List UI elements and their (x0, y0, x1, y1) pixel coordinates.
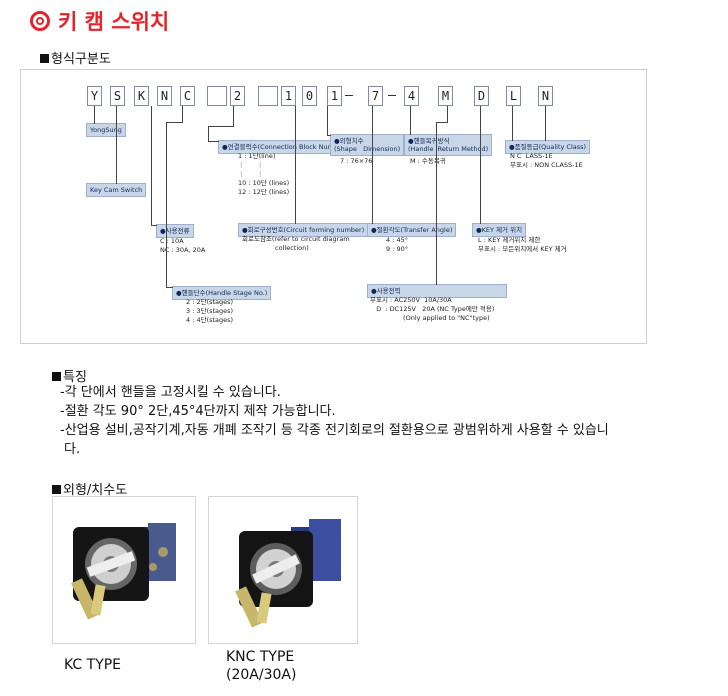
connector-line (182, 106, 183, 123)
connector-line (545, 106, 546, 124)
label-handle-stages: ●핸들단수(Handle Stage No.) (172, 286, 272, 300)
code-box: Y (87, 86, 102, 106)
label-key-removal: ●KEY 제거 위치 (472, 223, 527, 237)
feature-item: -산업용 설비,공작기계,자동 개폐 조작기 등 각종 전기회로의 절환용으로 … (60, 423, 609, 438)
desc-quality: N C LASS-1E 무표시 : NON CLASS-1E (510, 152, 583, 169)
code-separator (345, 95, 353, 96)
product-photo-kc (52, 496, 196, 644)
code-box: 2 (230, 86, 245, 106)
connector-line (116, 106, 117, 184)
label-key-cam-switch: Key Cam Switch (86, 183, 147, 197)
connector-line (410, 106, 411, 135)
caption-knc-type: KNC TYPE (226, 649, 295, 665)
section-heading-dimensions: 외형/치수도 (52, 479, 127, 498)
connector-line (166, 122, 167, 288)
bullseye-icon (30, 11, 50, 31)
connector-line (512, 106, 513, 141)
connector-line (166, 122, 183, 123)
connector-line (151, 225, 157, 226)
code-box (258, 86, 278, 106)
desc-usage-voltage: 무표시 : AC250V 10A/30A D : DC125V 20A (NC … (370, 296, 495, 322)
caption-knc-rating: (20A/30A) (226, 667, 297, 683)
label-usage-voltage: ●사용전력 (367, 284, 507, 298)
code-box: 1 (327, 86, 342, 106)
code-box: D (474, 86, 489, 106)
code-box: S (110, 86, 125, 106)
connector-line (436, 122, 437, 285)
code-box: M (438, 86, 453, 106)
code-box: N (157, 86, 172, 106)
code-box: 1 (281, 86, 296, 106)
code-box: C (180, 86, 195, 106)
connector-line (327, 106, 328, 135)
features-list: -각 단에서 핸들을 고정시킬 수 있습니다. -절환 각도 90° 2단,45… (60, 383, 609, 459)
label-rating: ●사용전류 (156, 224, 194, 238)
section-heading-model: 형식구분도 (40, 48, 111, 67)
connector-line (94, 106, 95, 124)
square-bullet-icon (52, 372, 61, 381)
feature-item: -절환 각도 90° 2단,45°4단까지 제작 가능합니다. (60, 404, 336, 419)
desc-transfer-angle: 4 : 45° 9 : 90° (386, 236, 408, 253)
section-heading-features: 특징 (52, 366, 87, 385)
code-box: 0 (302, 86, 317, 106)
feature-item: -각 단에서 핸들을 고정시킬 수 있습니다. (60, 385, 281, 400)
desc-connection-block: 1 : 1단(line) ⋮ ⋮ ⋮ ⋮ 10 : 10단 (lines) 12… (238, 152, 290, 196)
desc-key-removal: L : KEY 제거위치 제한 무표시 : 모든위치에서 KEY 제거 (478, 236, 567, 253)
connector-line (295, 106, 296, 224)
label-circuit: ●회로구성번호(Circuit forming number) (238, 223, 369, 237)
connector-line (480, 106, 481, 224)
connector-line (447, 106, 448, 123)
label-transfer-angle: ●절환각도(Transfer Angle) (367, 223, 457, 237)
label-return-method: ●핸들복귀방식 (Handle Return Method) (404, 134, 493, 156)
code-box (207, 86, 227, 106)
code-box: N (538, 86, 553, 106)
desc-circuit: 회로도참조(refer to circuit diagram collectio… (242, 235, 350, 252)
connector-line (208, 141, 219, 142)
desc-rating: C : 10A NC : 30A, 20A (160, 237, 206, 254)
code-box: K (134, 86, 149, 106)
label-quality: ●품질등급(Quality Class) (505, 140, 591, 154)
desc-shape: 7 : 76×76 (340, 157, 373, 165)
connector-line (372, 106, 373, 224)
label-shape: ●외형치수 (Shape Dimension) (330, 134, 405, 156)
code-separator (388, 95, 396, 96)
connector-line (208, 126, 209, 141)
connector-line (436, 122, 448, 123)
feature-item: 다. (64, 442, 81, 457)
model-diagram-panel (20, 69, 647, 344)
connector-line (545, 123, 546, 141)
desc-return-method: M : 수동복귀 (410, 157, 446, 165)
square-bullet-icon (52, 485, 61, 494)
connector-line (208, 126, 234, 127)
connector-line (233, 106, 234, 126)
label-yongsung: YongSung (86, 123, 126, 137)
square-bullet-icon (40, 54, 49, 63)
caption-kc-type: KC TYPE (64, 657, 122, 673)
code-box: L (506, 86, 521, 106)
code-box: 4 (404, 86, 419, 106)
desc-handle-stages: 2 : 2단(stages) 3 : 3단(stages) 4 : 4단(sta… (186, 298, 234, 324)
connector-line (151, 106, 152, 225)
connector-line (166, 287, 173, 288)
code-box: 7 (368, 86, 383, 106)
product-photo-knc (208, 496, 358, 644)
connector-line (327, 135, 331, 136)
page-title: 키 캠 스위치 (30, 6, 169, 36)
